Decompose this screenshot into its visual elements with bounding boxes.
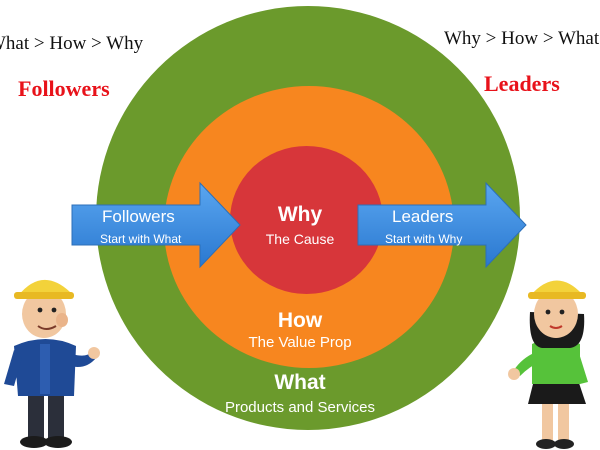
what-title: What xyxy=(274,371,326,394)
leaders-sequence: Why > How > What xyxy=(444,28,600,49)
how-title: How xyxy=(277,309,323,332)
followers-arrow xyxy=(71,181,241,269)
man-hard-hat-icon xyxy=(4,279,100,448)
leaders-arrow-subtitle: Start with Why xyxy=(385,232,463,246)
woman-hard-hat-icon xyxy=(508,280,588,449)
leaders-arrow-title: Leaders xyxy=(392,207,454,226)
leaders-arrow xyxy=(357,181,527,269)
followers-arrow-subtitle: Start with What xyxy=(100,232,182,246)
leaders-heading: Leaders xyxy=(484,71,560,96)
followers-heading: Followers xyxy=(18,76,110,101)
why-title: Why xyxy=(277,203,323,226)
why-subtitle: The Cause xyxy=(265,231,335,247)
how-subtitle: The Value Prop xyxy=(248,334,352,351)
followers-sequence: What > How > Why xyxy=(0,33,144,54)
followers-arrow-title: Followers xyxy=(102,207,175,226)
what-subtitle: Products and Services xyxy=(224,399,376,416)
